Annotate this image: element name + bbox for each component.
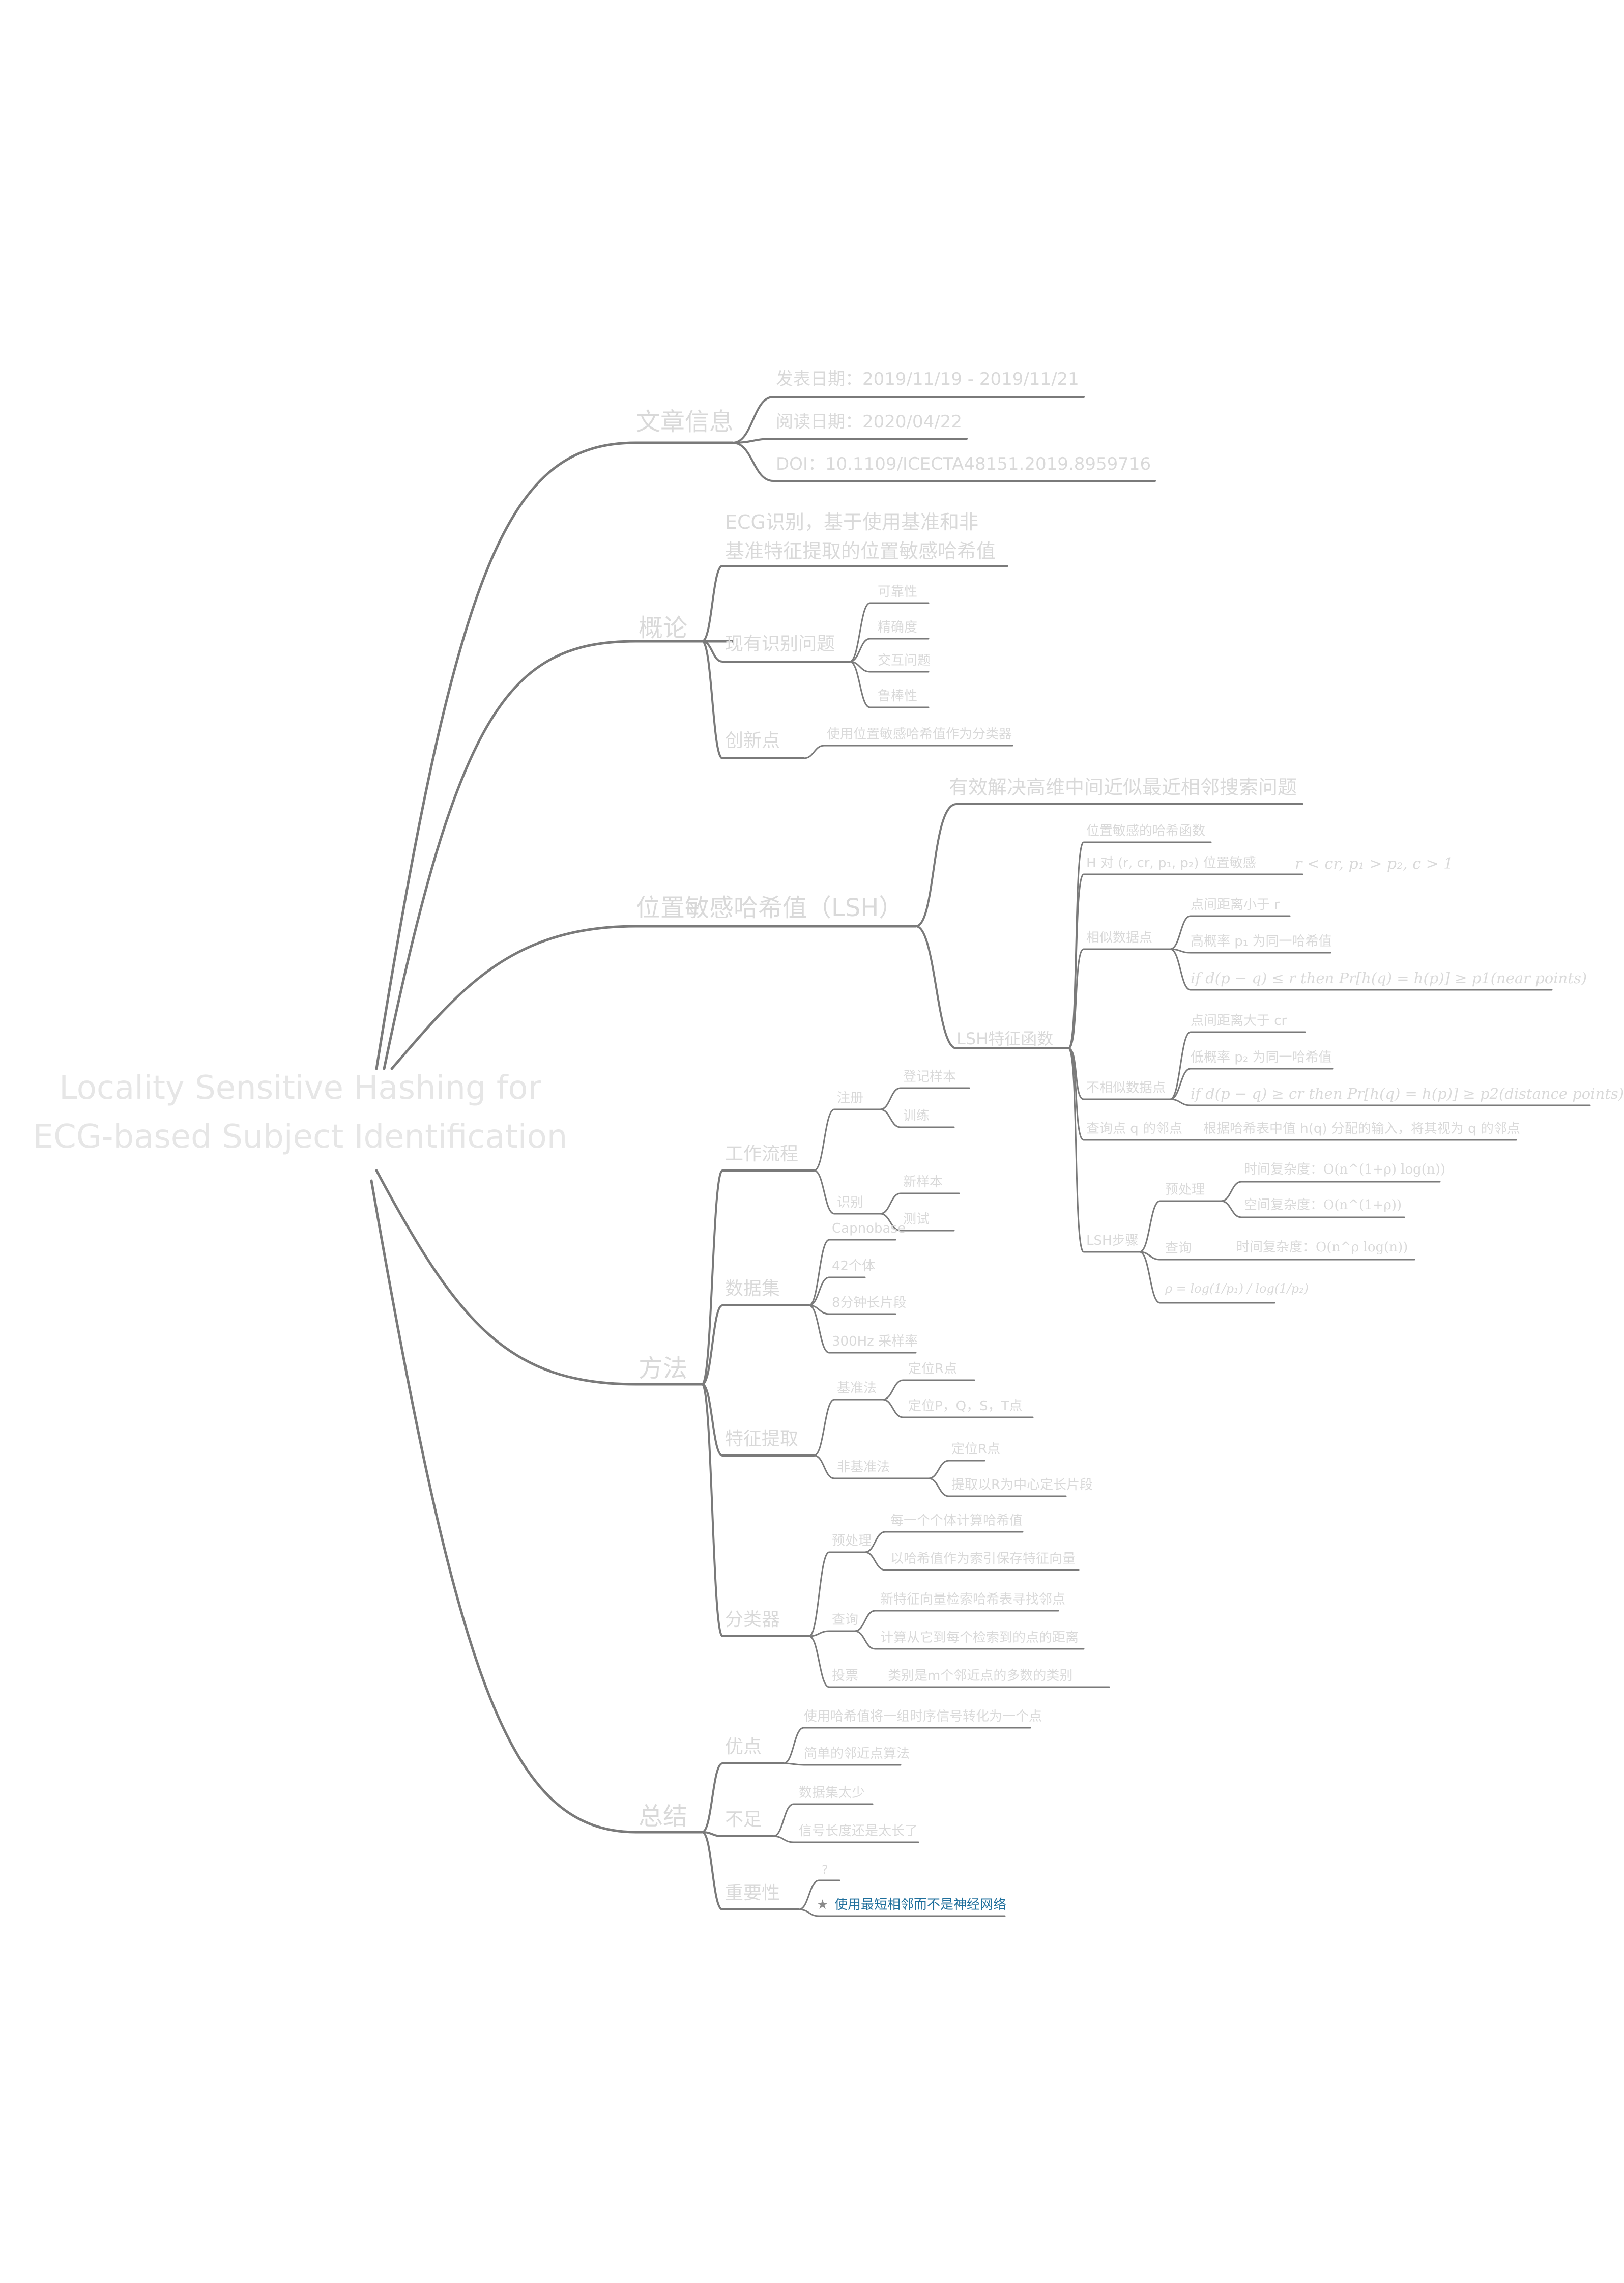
lsh-family-def: H 对 (r, cr, p₁, p₂) 位置敏感 (1086, 855, 1256, 871)
identify-test: 测试 (903, 1212, 930, 1227)
root-title-line-1: Locality Sensitive Hashing for (59, 1069, 541, 1107)
overview-innovation[interactable]: 创新点 (725, 730, 780, 751)
overview-problems[interactable]: 现有识别问题 (725, 634, 835, 654)
register-train: 训练 (903, 1108, 930, 1124)
overview-summary-line-2: 基准特征提取的位置敏感哈希值 (725, 540, 996, 562)
dissimilar-distance: 点间距离大于 cr (1191, 1013, 1287, 1029)
query-retrieve: 新特征向量检索哈希表寻找邻点 (880, 1592, 1066, 1607)
method-dataset[interactable]: 数据集 (725, 1278, 780, 1299)
summary-pros[interactable]: 优点 (725, 1736, 762, 1757)
summary-importance[interactable]: 重要性 (725, 1882, 780, 1903)
branch-overview[interactable]: 概论 (639, 614, 688, 642)
pros-simple-knn: 简单的邻近点算法 (804, 1746, 910, 1761)
workflow-register[interactable]: 注册 (837, 1091, 864, 1106)
vote-detail: 类别是m个邻近点的多数的类别 (888, 1668, 1073, 1683)
classifier-vote[interactable]: 投票 (832, 1668, 859, 1683)
problem-reliability: 可靠性 (878, 584, 918, 600)
lsh-function[interactable]: LSH特征函数 (956, 1029, 1054, 1048)
lsh-family: 位置敏感的哈希函数 (1086, 823, 1206, 839)
lsh-family-cond: r < cr, p₁ > p₂, c > 1 (1295, 855, 1454, 873)
problem-robustness: 鲁棒性 (878, 689, 918, 704)
similar-condition: if d(p − q) ≤ r then Pr[h(q) = h(p)] ≥ p… (1191, 969, 1587, 987)
importance-question: ? (822, 1863, 828, 1877)
branch-info[interactable]: 文章信息 (636, 408, 734, 436)
dataset-subjects: 42个体 (832, 1259, 876, 1274)
cons-dataset: 数据集太少 (799, 1785, 865, 1801)
dataset-segment: 8分钟长片段 (832, 1295, 907, 1310)
branch-lsh[interactable]: 位置敏感哈希值（LSH） (636, 894, 904, 922)
dissimilar-probability: 低概率 p₂ 为同一哈希值 (1191, 1050, 1332, 1065)
steps-preprocess[interactable]: 预处理 (1165, 1182, 1205, 1197)
root-title-line-2: ECG-based Subject Identification (33, 1118, 568, 1156)
feature-nonfiducial[interactable]: 非基准法 (837, 1460, 890, 1475)
problem-interaction: 交互问题 (878, 653, 931, 668)
root-title: Locality Sensitive Hashing for ECG-based… (15, 1064, 585, 1161)
info-read-date: 阅读日期：2020/04/22 (776, 412, 962, 432)
classifier-query[interactable]: 查询 (832, 1612, 859, 1628)
info-publish-date: 发表日期：2019/11/19 - 2019/11/21 (776, 369, 1079, 389)
query-near-detail: 根据哈希表中值 h(q) 分配的输入，将其视为 q 的邻点 (1203, 1121, 1520, 1136)
method-workflow[interactable]: 工作流程 (725, 1144, 799, 1164)
fiducial-r: 定位R点 (908, 1361, 958, 1377)
preprocess-index: 以哈希值作为索引保存特征向量 (890, 1551, 1076, 1566)
preprocess-hash: 每一个个体计算哈希值 (890, 1513, 1023, 1528)
lsh-steps[interactable]: LSH步骤 (1086, 1233, 1139, 1248)
dissimilar-condition: if d(p − q) ≥ cr then Pr[h(q) = h(p)] ≥ … (1191, 1085, 1624, 1102)
overview-summary: ECG识别，基于使用基准和非 基准特征提取的位置敏感哈希值 (725, 508, 996, 566)
steps-query[interactable]: 查询 (1165, 1241, 1192, 1256)
branch-summary[interactable]: 总结 (639, 1802, 688, 1831)
nonfiducial-segment: 提取以R为中心定长片段 (951, 1477, 1093, 1493)
fiducial-pqst: 定位P，Q，S，T点 (908, 1399, 1023, 1414)
classifier-preprocess[interactable]: 预处理 (832, 1533, 872, 1549)
innovation-detail: 使用位置敏感哈希值作为分类器 (827, 727, 1012, 742)
importance-note: 使用最短相邻而不是神经网络 (834, 1897, 1007, 1913)
nonfiducial-r: 定位R点 (951, 1442, 1001, 1457)
cons-signal-length: 信号长度还是太长了 (799, 1823, 918, 1839)
method-feature[interactable]: 特征提取 (725, 1429, 799, 1449)
dataset-sampling: 300Hz 采样率 (832, 1334, 918, 1349)
similar-distance: 点间距离小于 r (1191, 897, 1280, 912)
summary-cons[interactable]: 不足 (725, 1809, 762, 1830)
lsh-solves: 有效解决高维中间近似最近相邻搜索问题 (949, 776, 1297, 798)
lsh-query-near[interactable]: 查询点 q 的邻点 (1086, 1121, 1183, 1136)
rho-formula: ρ = log(1/p₁) / log(1/p₂) (1165, 1281, 1309, 1296)
preprocess-time: 时间复杂度：O(n^(1+ρ) log(n)) (1244, 1162, 1445, 1177)
star-icon: ★ (817, 1897, 829, 1913)
problem-accuracy: 精确度 (878, 620, 918, 635)
preprocess-space: 空间复杂度：O(n^(1+ρ)) (1244, 1197, 1402, 1213)
register-enroll: 登记样本 (903, 1069, 956, 1085)
method-classifier[interactable]: 分类器 (725, 1609, 780, 1630)
query-time: 时间复杂度：O(n^ρ log(n)) (1236, 1240, 1408, 1255)
similar-probability: 高概率 p₁ 为同一哈希值 (1191, 934, 1332, 949)
overview-summary-line-1: ECG识别，基于使用基准和非 (725, 511, 978, 533)
identify-new-sample: 新样本 (903, 1175, 943, 1190)
query-distance: 计算从它到每个检索到的点的距离 (880, 1630, 1079, 1645)
branch-method[interactable]: 方法 (639, 1354, 688, 1383)
lsh-dissimilar[interactable]: 不相似数据点 (1086, 1080, 1166, 1096)
workflow-identify[interactable]: 识别 (837, 1195, 864, 1210)
pros-hash-point: 使用哈希值将一组时序信号转化为一个点 (804, 1709, 1042, 1724)
info-doi: DOI：10.1109/ICECTA48151.2019.8959716 (776, 454, 1151, 474)
feature-fiducial[interactable]: 基准法 (837, 1381, 877, 1396)
dataset-source: Capnobase (832, 1221, 906, 1236)
lsh-similar[interactable]: 相似数据点 (1086, 930, 1153, 946)
